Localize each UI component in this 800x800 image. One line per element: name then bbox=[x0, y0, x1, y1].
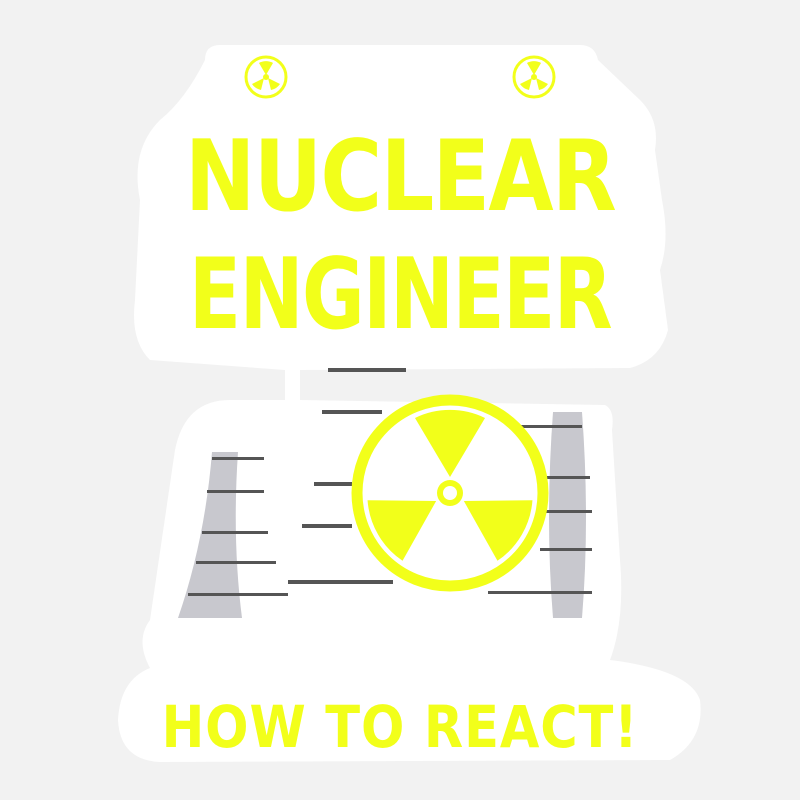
motion-stripes bbox=[288, 368, 406, 584]
cooling-tower-left bbox=[178, 452, 288, 618]
cooling-tower-right bbox=[488, 412, 592, 618]
radiation-small-icon-right bbox=[512, 55, 556, 99]
title-engineer: ENGINEER bbox=[188, 238, 613, 352]
radiation-icon bbox=[351, 394, 549, 592]
tagline: HOW TO REACT! bbox=[161, 693, 639, 761]
title-nuclear: NUCLEAR bbox=[184, 120, 617, 234]
radiation-small-icon-left bbox=[244, 55, 288, 99]
